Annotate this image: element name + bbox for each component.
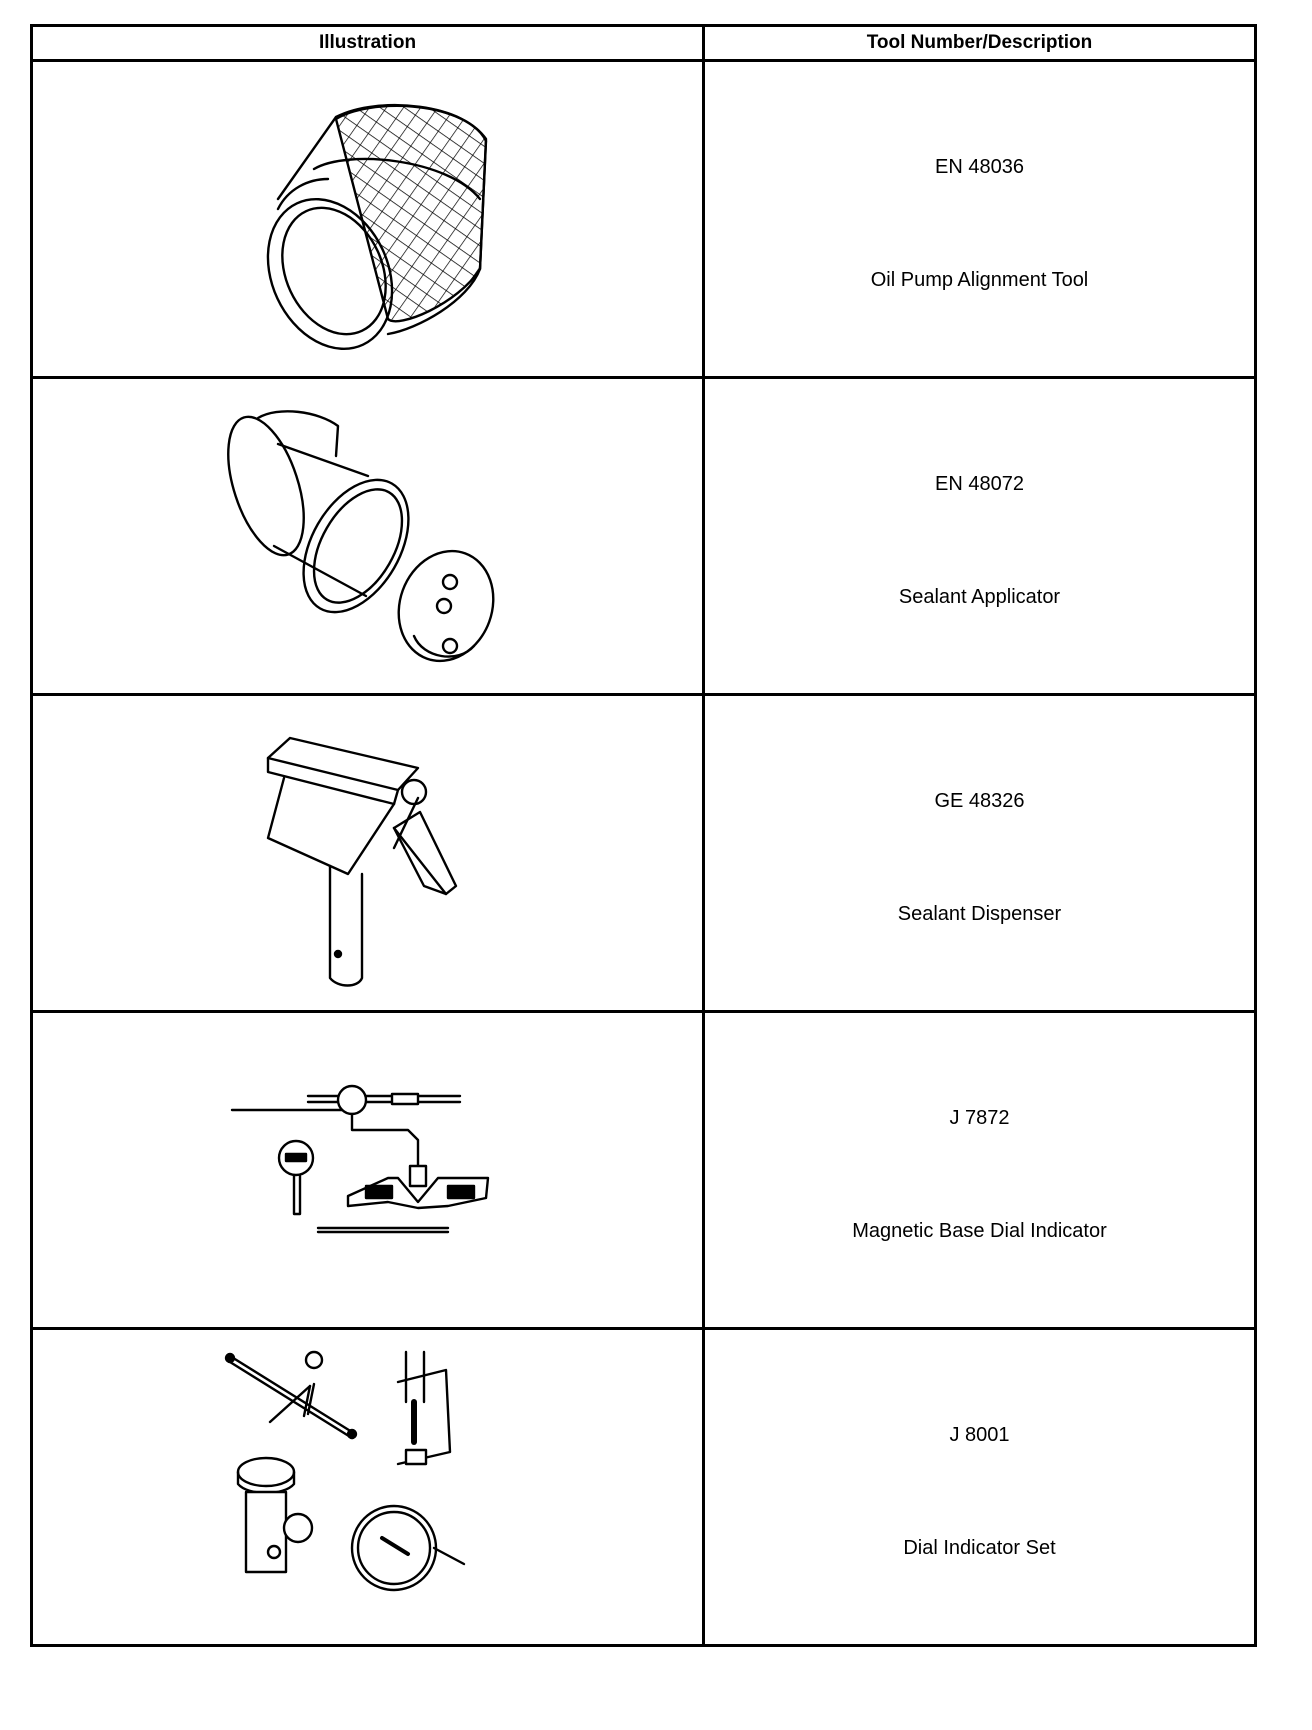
magnetic-base-indicator-icon — [230, 1084, 489, 1234]
tool-info-cell: GE 48326 Sealant Dispenser — [702, 693, 1257, 1013]
dispenser-gun-icon — [266, 736, 457, 987]
table-row: EN 48072 Sealant Applicator — [30, 376, 1257, 696]
illustration-cell — [30, 59, 705, 379]
illustration-cell — [30, 693, 705, 1013]
knurled-ring-icon — [266, 103, 487, 351]
tool-number: J 7872 — [949, 1107, 1010, 1129]
special-tools-table: Illustration Tool Number/Description — [30, 24, 1257, 1647]
tool-description: Sealant Dispenser — [897, 903, 1062, 925]
tool-info-cell: J 7872 Magnetic Base Dial Indicator — [702, 1010, 1257, 1330]
table-row: EN 48036 Oil Pump Alignment Tool — [30, 59, 1257, 379]
table-row: J 7872 Magnetic Base Dial Indicator — [30, 1010, 1257, 1330]
tool-info-cell: EN 48072 Sealant Applicator — [702, 376, 1257, 696]
table-row: GE 48326 Sealant Dispenser — [30, 693, 1257, 1013]
tool-description: Magnetic Base Dial Indicator — [852, 1220, 1107, 1242]
tool-description: Sealant Applicator — [898, 586, 1061, 608]
tool-number: EN 48072 — [935, 473, 1024, 495]
tool-description: Dial Indicator Set — [903, 1537, 1056, 1559]
illustration-cell — [30, 376, 705, 696]
applicator-sleeve-icon — [226, 410, 494, 663]
illustration-cell — [30, 1010, 705, 1330]
tool-number: J 8001 — [949, 1424, 1010, 1446]
illustration-cell — [30, 1327, 705, 1647]
tool-info-cell: J 8001 Dial Indicator Set — [702, 1327, 1257, 1647]
tool-number: GE 48326 — [934, 790, 1025, 812]
tool-header: Tool Number/Description — [702, 24, 1257, 62]
tool-info-cell: EN 48036 Oil Pump Alignment Tool — [702, 59, 1257, 379]
header-row: Illustration Tool Number/Description — [30, 24, 1257, 62]
dial-indicator-set-icon — [224, 1350, 465, 1592]
tool-number: EN 48036 — [935, 156, 1024, 178]
tool-description: Oil Pump Alignment Tool — [870, 269, 1089, 291]
illustration-header: Illustration — [30, 24, 705, 62]
table-row: J 8001 Dial Indicator Set — [30, 1327, 1257, 1647]
